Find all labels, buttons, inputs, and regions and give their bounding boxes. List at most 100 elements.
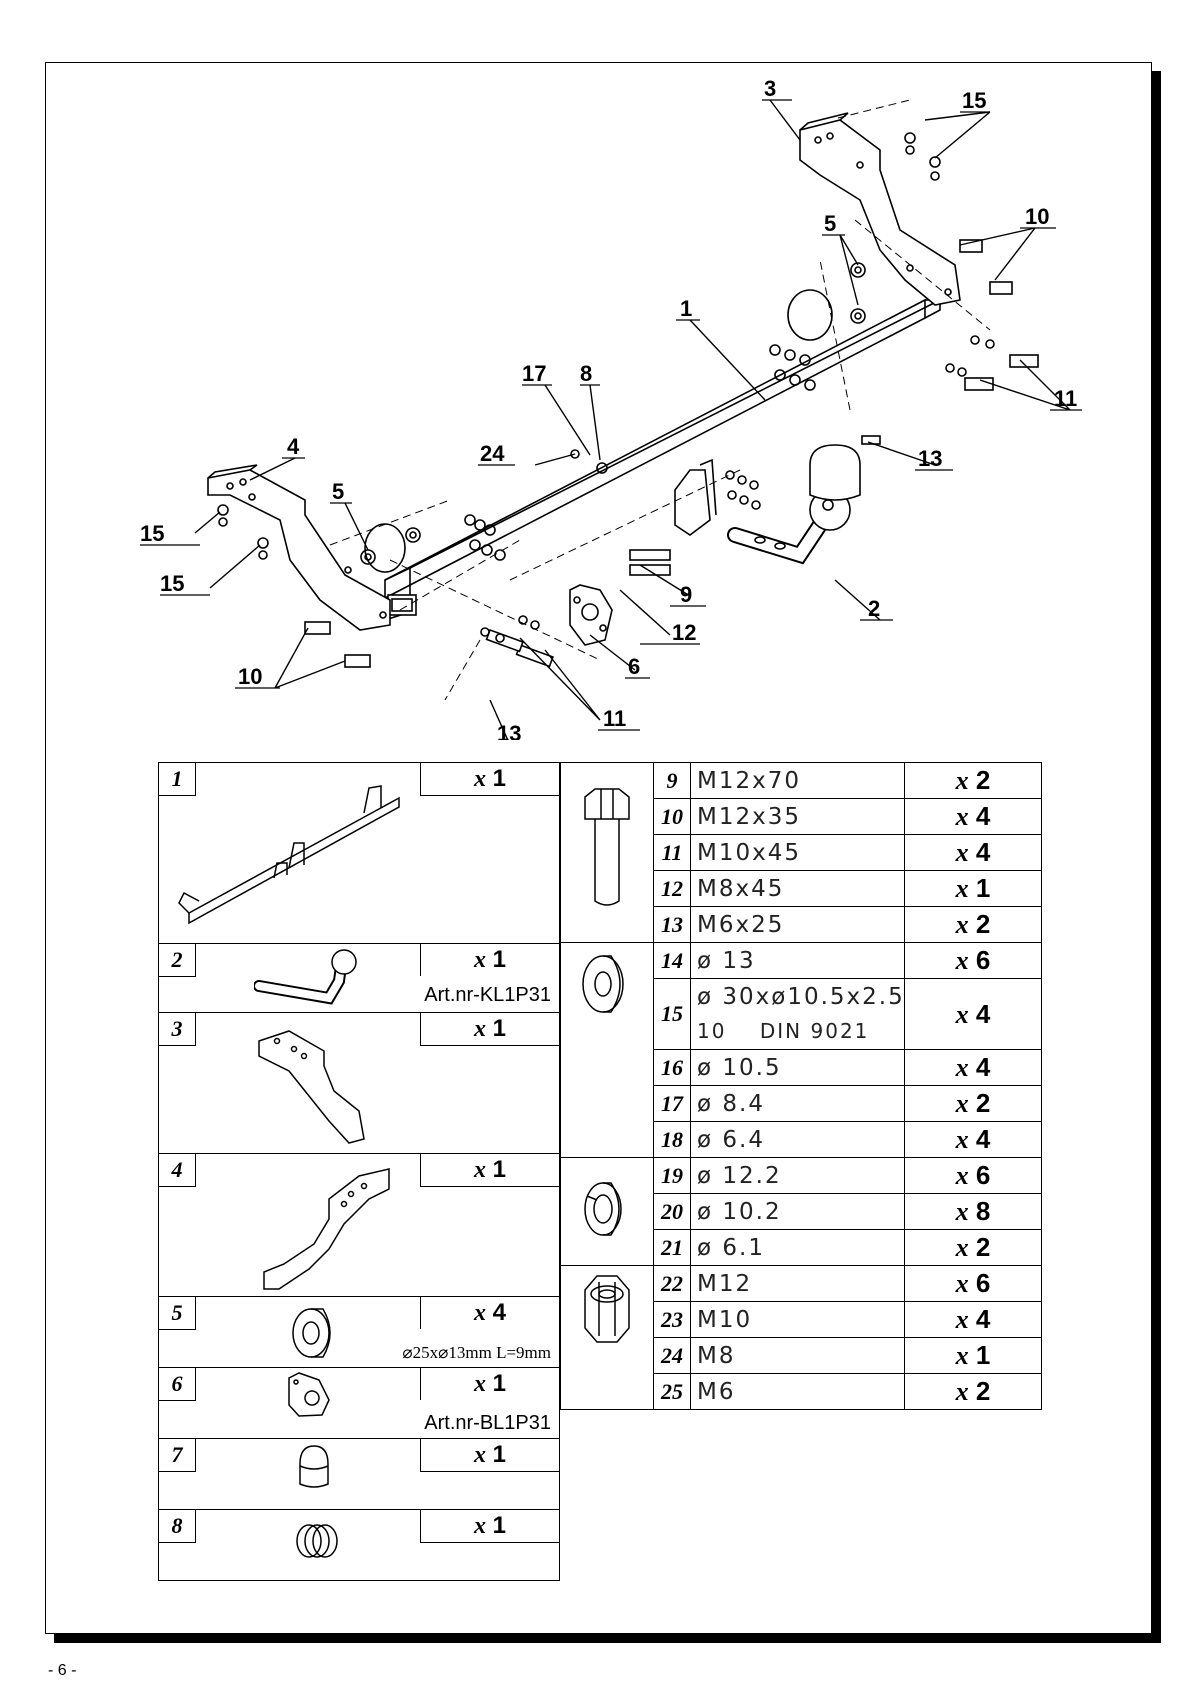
crossbar-icon bbox=[178, 785, 400, 925]
part-quantity: x 4 bbox=[904, 1049, 1042, 1086]
nut-icon bbox=[584, 1275, 630, 1343]
callout-12: 12 bbox=[672, 620, 696, 645]
part-number: 5 bbox=[159, 1297, 196, 1330]
nut-icon-cell bbox=[560, 1265, 654, 1410]
callout-15-left-a: 15 bbox=[140, 521, 164, 546]
part-number: 18 bbox=[653, 1121, 691, 1158]
part-description: M12x70 bbox=[690, 762, 905, 799]
callout-15-left-b: 15 bbox=[160, 571, 184, 596]
flat-washer-icon bbox=[582, 955, 624, 1013]
part-quantity: x 6 bbox=[904, 942, 1042, 979]
part-description: M6x25 bbox=[690, 906, 905, 943]
part-number: 16 bbox=[653, 1049, 691, 1086]
part-quantity: x 1 bbox=[420, 763, 559, 796]
part-quantity: x 4 bbox=[420, 1297, 559, 1329]
washer-spec-line-2: 10 DIN 9021 bbox=[697, 1019, 870, 1043]
part-number: 20 bbox=[653, 1193, 691, 1230]
part-quantity: x 2 bbox=[904, 762, 1042, 799]
callout-13-left: 13 bbox=[497, 721, 521, 740]
part-description: ø 12.2 bbox=[690, 1157, 905, 1194]
page-number: - 6 - bbox=[48, 1662, 77, 1679]
callout-17: 17 bbox=[522, 361, 546, 386]
left-parts-table: 1 x 1 2 x 1 Art.nr-KL1P31 3 x 1 bbox=[158, 762, 560, 1581]
part-description: M10 bbox=[690, 1301, 905, 1338]
bracket-right-icon bbox=[258, 1030, 365, 1144]
callout-13-right: 13 bbox=[918, 446, 942, 471]
part-description: M6 bbox=[690, 1373, 905, 1410]
part-number: 11 bbox=[653, 834, 691, 871]
washer-spec-line-1: ø 30xø10.5x2.5 bbox=[697, 984, 905, 1010]
part-number: 2 bbox=[159, 944, 196, 977]
callout-5-right: 5 bbox=[824, 211, 836, 236]
part-number: 4 bbox=[159, 1154, 196, 1187]
part-description: ø 13 bbox=[690, 942, 905, 979]
part-description: ø 6.4 bbox=[690, 1121, 905, 1158]
right-parts-table: 9 M12x70 x 2 10 M12x35 x 4 11 M10x45 x 4… bbox=[560, 762, 1042, 1410]
callout-5-left: 5 bbox=[332, 479, 344, 504]
part-quantity: x 1 bbox=[420, 1510, 559, 1543]
callout-15-top: 15 bbox=[962, 88, 986, 113]
part-description: ø 10.5 bbox=[690, 1049, 905, 1086]
part-quantity: x 4 bbox=[904, 798, 1042, 835]
article-number: Art.nr-BL1P31 bbox=[424, 1412, 551, 1434]
exploded-diagram: 1 2 3 4 5 5 8 9 10 10 11 11 12 13 13 15 … bbox=[140, 76, 1082, 740]
part-description: ø 30xø10.5x2.5 10 DIN 9021 bbox=[690, 978, 905, 1050]
spacer-dimensions: ⌀25x⌀13mm L=9mm bbox=[402, 1343, 551, 1362]
part-number: 12 bbox=[653, 870, 691, 907]
part-description: ø 10.2 bbox=[690, 1193, 905, 1230]
part-row-6: 6 x 1 Art.nr-BL1P31 bbox=[158, 1367, 560, 1439]
washer-icon-cell bbox=[560, 942, 654, 1158]
part-description: M8 bbox=[690, 1337, 905, 1374]
bolt-icon bbox=[584, 788, 630, 906]
part-quantity: x 1 bbox=[420, 1013, 559, 1046]
part-number: 21 bbox=[653, 1229, 691, 1266]
part-quantity: x 1 bbox=[420, 1368, 559, 1400]
part-number: 1 bbox=[159, 763, 196, 796]
part-number: 6 bbox=[159, 1368, 196, 1401]
socket-plate-icon bbox=[288, 1372, 330, 1417]
part-number: 10 bbox=[653, 798, 691, 835]
bracket-left-icon bbox=[263, 1168, 390, 1290]
part-row-7: 7 x 1 bbox=[158, 1438, 560, 1510]
part-quantity: x 4 bbox=[904, 1121, 1042, 1158]
spacer-icon bbox=[292, 1308, 331, 1358]
part-row-8: 8 x 1 bbox=[158, 1509, 560, 1581]
part-quantity: x 6 bbox=[904, 1157, 1042, 1194]
part-quantity: x 4 bbox=[904, 978, 1042, 1050]
part-quantity: x 2 bbox=[904, 1229, 1042, 1266]
part-number: 3 bbox=[159, 1013, 196, 1046]
callout-2: 2 bbox=[868, 596, 880, 621]
callout-11-right: 11 bbox=[1054, 386, 1077, 411]
part-row-4: 4 x 1 bbox=[158, 1153, 560, 1297]
part-quantity: x 1 bbox=[420, 1439, 559, 1472]
part-number: 15 bbox=[653, 978, 691, 1050]
part-number: 23 bbox=[653, 1301, 691, 1338]
callout-8: 8 bbox=[580, 361, 592, 386]
callout-3: 3 bbox=[764, 76, 776, 101]
part-quantity: x 1 bbox=[904, 870, 1042, 907]
part-quantity: x 2 bbox=[904, 906, 1042, 943]
callout-24: 24 bbox=[480, 441, 505, 466]
part-row-2: 2 x 1 Art.nr-KL1P31 bbox=[158, 943, 560, 1013]
part-quantity: x 1 bbox=[420, 1154, 559, 1187]
part-number: 13 bbox=[653, 906, 691, 943]
part-quantity: x 4 bbox=[904, 834, 1042, 871]
part-quantity: x 8 bbox=[904, 1193, 1042, 1230]
part-quantity: x 1 bbox=[420, 944, 559, 976]
part-number: 25 bbox=[653, 1373, 691, 1410]
towball-icon bbox=[254, 949, 357, 1005]
part-description: ø 6.1 bbox=[690, 1229, 905, 1266]
part-number: 17 bbox=[653, 1085, 691, 1122]
part-description: M10x45 bbox=[690, 834, 905, 871]
callout-10-right: 10 bbox=[1025, 204, 1049, 229]
callout-1: 1 bbox=[680, 296, 692, 321]
part-quantity: x 1 bbox=[904, 1337, 1042, 1374]
part-quantity: x 2 bbox=[904, 1085, 1042, 1122]
part-quantity: x 4 bbox=[904, 1301, 1042, 1338]
callout-4: 4 bbox=[287, 434, 300, 459]
part-row-3: 3 x 1 bbox=[158, 1012, 560, 1154]
part-description: M8x45 bbox=[690, 870, 905, 907]
callout-6: 6 bbox=[628, 654, 640, 679]
part-number: 7 bbox=[159, 1439, 196, 1472]
part-number: 22 bbox=[653, 1265, 691, 1302]
